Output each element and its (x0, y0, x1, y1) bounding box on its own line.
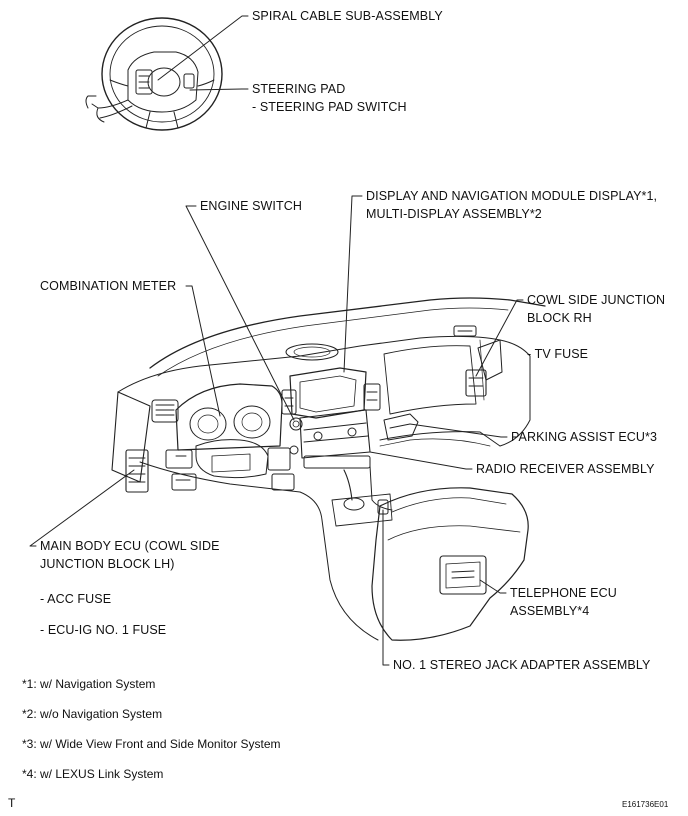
label-cowl-rh-line1: COWL SIDE JUNCTION (527, 293, 666, 307)
label-tv-fuse: - TV FUSE (527, 347, 589, 361)
label-parking-assist: PARKING ASSIST ECU*3 (511, 430, 658, 444)
label-steering-pad: STEERING PAD (252, 82, 346, 96)
steering-wheel-drawing (85, 17, 223, 131)
label-cowl-rh-line2: BLOCK RH (527, 311, 592, 325)
instrument-panel-drawing (111, 297, 546, 641)
corner-mark-t: T (8, 796, 16, 810)
label-main-body-line2: JUNCTION BLOCK LH) (40, 557, 175, 571)
label-radio-receiver: RADIO RECEIVER ASSEMBLY (476, 462, 655, 476)
label-combination-meter: COMBINATION METER (40, 279, 177, 293)
label-acc-fuse: - ACC FUSE (40, 592, 112, 606)
label-main-body-line1: MAIN BODY ECU (COWL SIDE (40, 539, 220, 553)
leader-lines (29, 15, 524, 666)
label-display-nav-line1: DISPLAY AND NAVIGATION MODULE DISPLAY*1, (366, 189, 658, 203)
footnote-2: *2: w/o Navigation System (22, 707, 163, 721)
footnote-3: *3: w/ Wide View Front and Side Monitor … (22, 737, 281, 751)
label-spiral-cable: SPIRAL CABLE SUB-ASSEMBLY (252, 9, 443, 23)
illustration-code: E161736E01 (622, 800, 669, 809)
label-display-nav-line2: MULTI-DISPLAY ASSEMBLY*2 (366, 207, 542, 221)
label-telephone-line2: ASSEMBLY*4 (510, 604, 590, 618)
label-telephone-line1: TELEPHONE ECU (510, 586, 617, 600)
label-stereo-jack: NO. 1 STEREO JACK ADAPTER ASSEMBLY (393, 658, 651, 672)
footnote-1: *1: w/ Navigation System (22, 677, 156, 691)
label-engine-switch: ENGINE SWITCH (200, 199, 302, 213)
footnote-4: *4: w/ LEXUS Link System (22, 767, 164, 781)
label-ecu-ig-fuse: - ECU-IG NO. 1 FUSE (40, 623, 167, 637)
label-steering-pad-switch: - STEERING PAD SWITCH (252, 100, 407, 114)
